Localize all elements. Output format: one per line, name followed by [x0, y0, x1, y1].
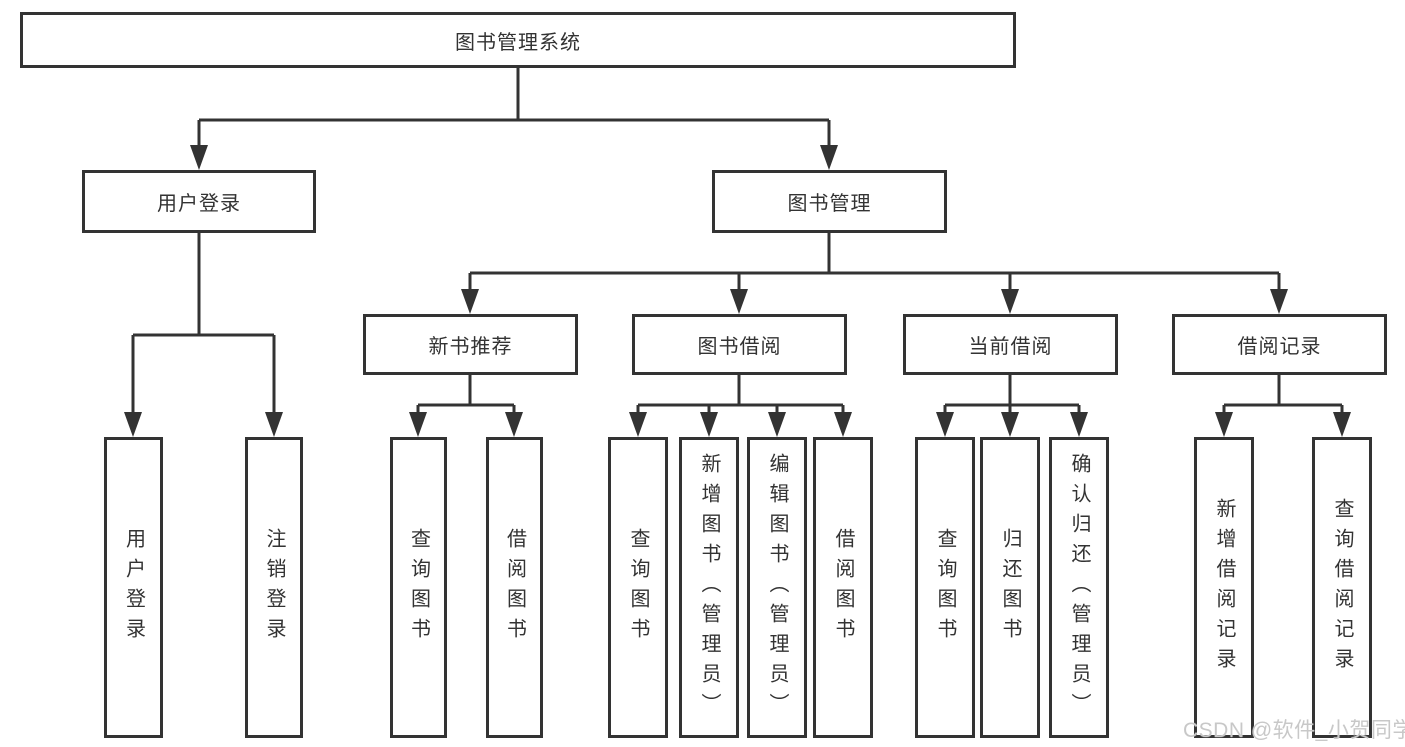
- arrow-icon: [1333, 412, 1351, 437]
- arrow-icon: [834, 412, 852, 437]
- node-label: 借阅记录: [1237, 336, 1322, 358]
- leaf-confirm-return-admin: 确认归还（管理员）: [1049, 437, 1109, 738]
- leaf-label: 确认归还（管理员）: [1068, 452, 1090, 723]
- leaf-edit-books-admin: 编辑图书（管理员）: [747, 437, 807, 738]
- node-borrowing-records: 借阅记录: [1172, 314, 1387, 375]
- node-label: 新书推荐: [428, 336, 513, 358]
- leaf-label: 查询图书: [407, 527, 430, 648]
- leaf-borrow-books: 借阅图书: [486, 437, 543, 738]
- node-book-management: 图书管理: [712, 170, 947, 233]
- node-label: 用户登录: [157, 193, 241, 215]
- leaf-query-books: 查询图书: [915, 437, 975, 738]
- node-label: 图书借阅: [697, 336, 782, 358]
- arrow-icon: [1001, 412, 1019, 437]
- leaf-add-books-admin: 新增图书（管理员）: [679, 437, 739, 738]
- leaf-query-borrow-record: 查询借阅记录: [1312, 437, 1372, 738]
- arrow-icon: [1215, 412, 1233, 437]
- leaf-label: 用户登录: [122, 527, 145, 648]
- leaf-label: 新增借阅记录: [1213, 497, 1235, 678]
- arrow-icon: [768, 412, 786, 437]
- node-user-login: 用户登录: [82, 170, 316, 233]
- leaf-label: 查询图书: [934, 527, 956, 648]
- node-label: 当前借阅: [968, 336, 1053, 358]
- arrow-icon: [820, 145, 838, 170]
- csdn-watermark: CSDN @软件_小贺同学: [1183, 719, 1405, 742]
- node-new-book-recommend: 新书推荐: [363, 314, 578, 375]
- tree-lines: [131, 68, 1344, 416]
- leaf-label: 注销登录: [263, 527, 285, 648]
- arrow-icon: [124, 412, 142, 437]
- node-current-borrowing: 当前借阅: [903, 314, 1118, 375]
- arrow-icon: [1070, 412, 1088, 437]
- arrow-icon: [461, 289, 479, 314]
- arrow-icon: [1270, 289, 1288, 314]
- arrow-icon: [265, 412, 283, 437]
- leaf-label: 借阅图书: [503, 527, 526, 648]
- leaf-label: 借阅图书: [832, 527, 854, 648]
- leaf-label: 查询借阅记录: [1331, 497, 1353, 678]
- node-label: 图书管理系统: [455, 31, 581, 54]
- leaf-query-books: 查询图书: [608, 437, 668, 738]
- arrow-icon: [629, 412, 647, 437]
- leaf-label: 归还图书: [999, 527, 1021, 648]
- leaf-return-books: 归还图书: [980, 437, 1040, 738]
- arrow-icon: [505, 412, 523, 437]
- leaf-logout: 注销登录: [245, 437, 303, 738]
- leaf-label: 查询图书: [627, 527, 649, 648]
- node-root-system: 图书管理系统: [20, 12, 1016, 68]
- arrow-icon: [1001, 289, 1019, 314]
- arrow-icon: [190, 145, 208, 170]
- node-book-borrowing: 图书借阅: [632, 314, 847, 375]
- node-label: 图书管理: [787, 193, 872, 215]
- arrow-icon: [409, 412, 427, 437]
- arrow-icon: [936, 412, 954, 437]
- leaf-label: 新增图书（管理员）: [698, 452, 720, 723]
- leaf-add-borrow-record: 新增借阅记录: [1194, 437, 1254, 738]
- arrow-icon: [730, 289, 748, 314]
- leaf-query-books: 查询图书: [390, 437, 447, 738]
- leaf-user-login: 用户登录: [104, 437, 163, 738]
- arrowheads: [124, 145, 1351, 437]
- leaf-borrow-books: 借阅图书: [813, 437, 873, 738]
- leaf-label: 编辑图书（管理员）: [766, 452, 788, 723]
- arrow-icon: [700, 412, 718, 437]
